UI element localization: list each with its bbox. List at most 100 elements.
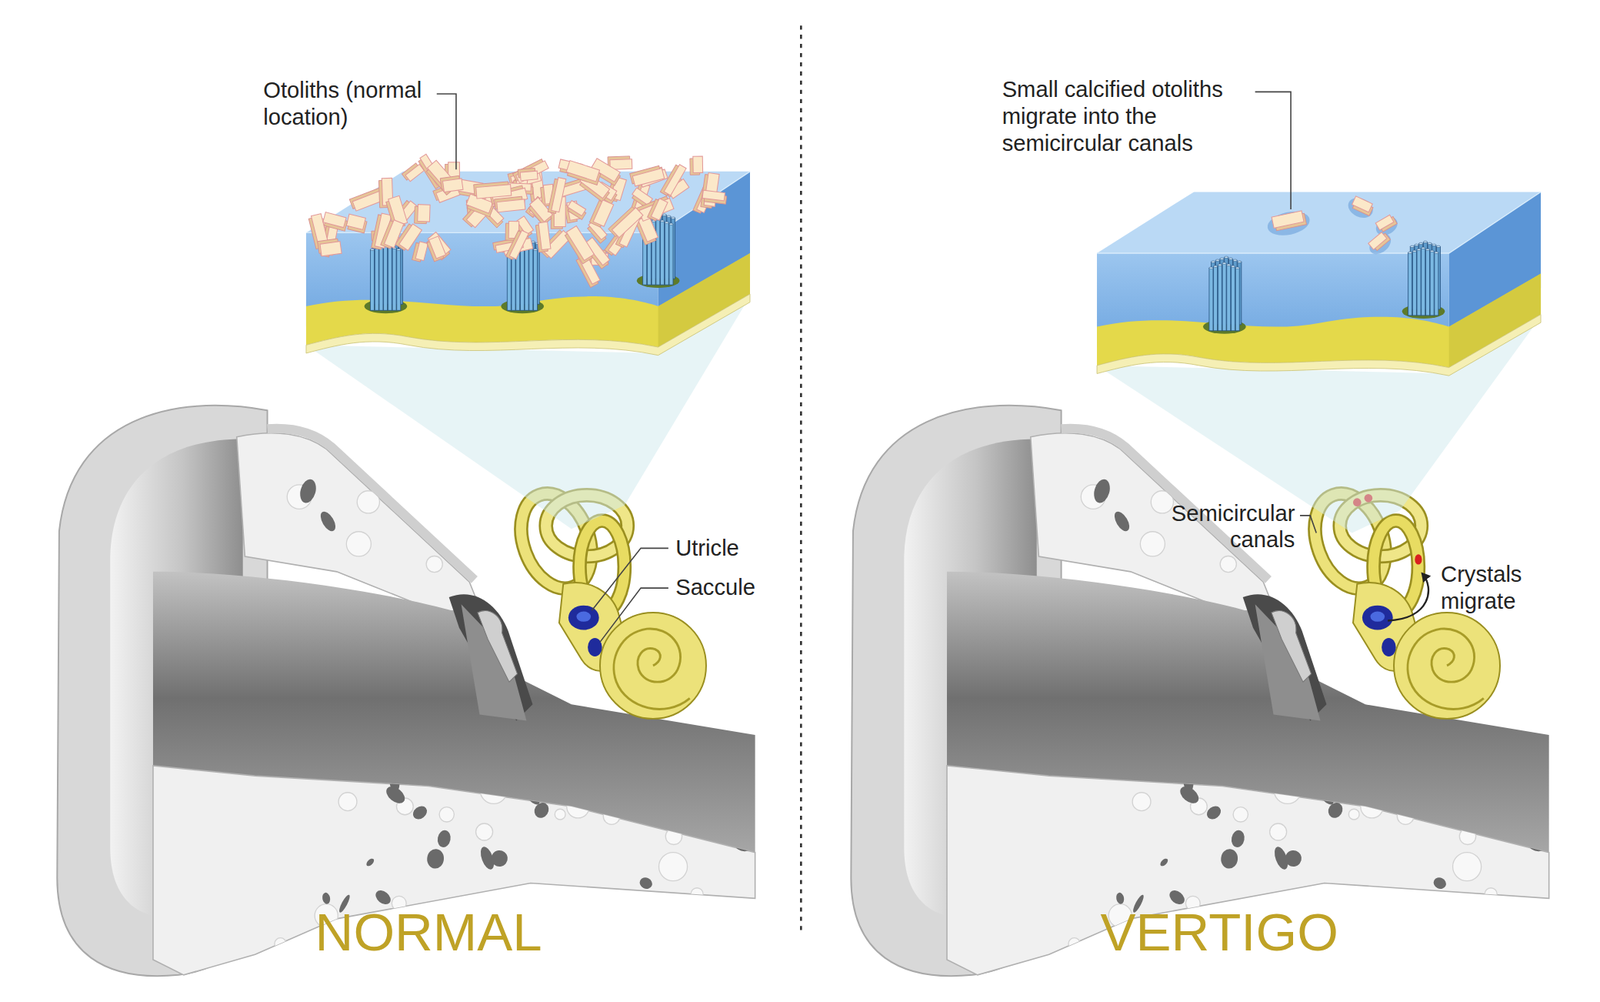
art-shape (1365, 230, 1395, 259)
art-shape (417, 204, 430, 223)
art-shape (1412, 250, 1417, 316)
art-shape (1265, 207, 1313, 239)
art-shape (1408, 251, 1413, 254)
hair-cells (1203, 240, 1445, 334)
art-shape (589, 198, 614, 229)
art-shape (1228, 257, 1233, 260)
art-shape (669, 223, 674, 225)
art-shape (496, 199, 526, 213)
art-shape (1224, 256, 1229, 258)
art-shape (322, 212, 349, 232)
art-shape (529, 247, 534, 310)
art-shape (320, 241, 342, 257)
art-shape (1430, 250, 1434, 252)
art-shape (1233, 259, 1237, 261)
art-shape (383, 244, 388, 310)
art-shape (512, 157, 549, 184)
art-shape (567, 200, 587, 216)
art-shape (566, 225, 594, 260)
art-shape (415, 241, 428, 261)
art-shape (702, 190, 725, 201)
art-shape (1300, 515, 1317, 534)
art-shape (664, 222, 669, 285)
art-shape (1425, 249, 1430, 316)
art-shape (317, 238, 342, 257)
art-shape (517, 167, 538, 181)
art-shape (600, 587, 669, 642)
art-shape (1226, 264, 1231, 331)
art-shape (1211, 260, 1216, 263)
art-shape (412, 240, 429, 263)
art-shape (396, 249, 401, 310)
art-shape (509, 230, 529, 260)
ear-normal (56, 405, 774, 987)
art-shape (593, 200, 614, 227)
art-shape (563, 225, 596, 264)
art-shape (1412, 250, 1417, 252)
panel-caption: NORMAL (224, 900, 634, 964)
art-shape (1230, 266, 1235, 331)
art-shape (565, 160, 602, 186)
art-shape (1209, 267, 1214, 331)
art-shape (476, 184, 512, 199)
art-shape (396, 248, 401, 250)
art-shape (473, 181, 512, 200)
art-shape (1419, 242, 1424, 244)
art-shape (1414, 553, 1422, 564)
note-label: Crystals migrate (1440, 561, 1554, 616)
art-shape (1423, 240, 1427, 243)
art-shape (392, 247, 397, 310)
art-shape (660, 220, 665, 285)
art-shape (551, 177, 567, 213)
art-shape (647, 196, 668, 222)
art-shape (533, 248, 538, 250)
art-shape (442, 178, 464, 193)
art-shape (1235, 267, 1240, 331)
art-shape (608, 205, 644, 240)
block-vertigo (1096, 191, 1541, 376)
art-shape (1271, 210, 1304, 229)
art-shape (1352, 196, 1374, 213)
art-shape (535, 221, 551, 252)
art-shape (1213, 265, 1218, 267)
art-shape (370, 248, 375, 250)
art-shape (1421, 247, 1426, 316)
art-shape (505, 228, 529, 261)
art-shape (1430, 250, 1434, 316)
art-shape (379, 246, 384, 310)
art-shape (650, 198, 668, 220)
art-shape (669, 223, 674, 285)
art-shape (1434, 251, 1439, 254)
art-shape (1408, 252, 1413, 316)
leader-lines (436, 91, 1317, 642)
art-shape (636, 195, 674, 223)
art-shape (1220, 257, 1224, 260)
art-shape (1235, 266, 1240, 269)
art-shape (1217, 263, 1222, 266)
art-shape (429, 236, 447, 259)
art-shape (702, 190, 728, 204)
art-shape (1414, 243, 1419, 246)
art-shape (1209, 266, 1214, 269)
art-shape (1410, 245, 1414, 247)
art-shape (591, 547, 668, 610)
art-shape (671, 216, 676, 219)
art-shape (1213, 266, 1218, 331)
art-shape (547, 176, 567, 214)
part-label: Saccule (675, 574, 798, 602)
art-shape (1427, 242, 1432, 244)
art-shape (440, 175, 464, 193)
art-shape (1226, 263, 1231, 266)
art-shape (632, 168, 665, 187)
art-shape (1416, 249, 1421, 316)
art-shape (426, 236, 447, 262)
art-shape (663, 164, 687, 196)
art-shape (1237, 260, 1242, 263)
part-label: Semicircular canals (1156, 500, 1295, 554)
art-shape (630, 165, 665, 187)
art-shape (656, 219, 660, 285)
art-shape (345, 213, 368, 234)
art-shape (1432, 243, 1437, 246)
